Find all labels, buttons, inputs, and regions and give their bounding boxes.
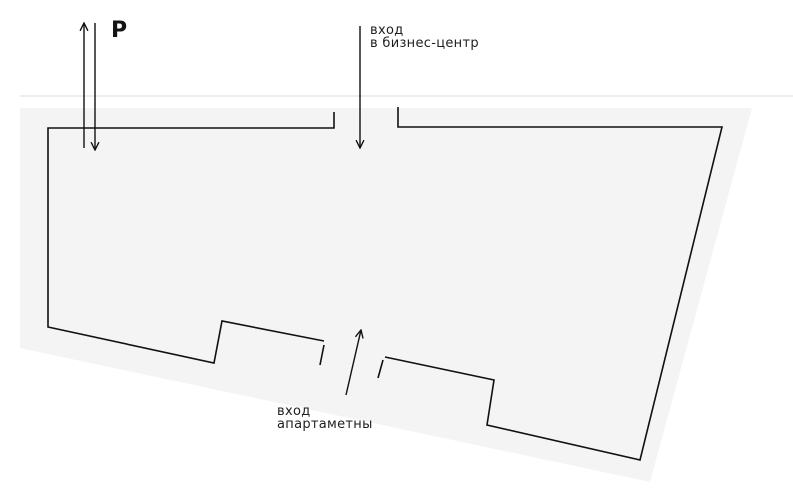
business-entrance-label-line2: в бизнес-центр: [370, 36, 479, 51]
business-entrance-label-line1: вход: [370, 23, 404, 38]
wall-right: [384, 107, 724, 461]
business-entrance-label: вход в бизнес-центр: [370, 24, 479, 50]
wall-top-left: [47, 112, 335, 364]
floor-area: [20, 108, 752, 482]
parking-label: P: [111, 18, 128, 43]
apartments-entrance-label-line1: вход: [277, 404, 311, 419]
wall-stub-right-of-apartment-entrance: [377, 359, 384, 379]
apartments-entrance-label: вход апартаметны: [277, 405, 373, 431]
wall-stub-left-of-apartment-entrance: [319, 344, 325, 366]
apartments-entrance-arrow: [345, 330, 361, 396]
apartments-entrance-label-line2: апартаметны: [277, 417, 373, 432]
